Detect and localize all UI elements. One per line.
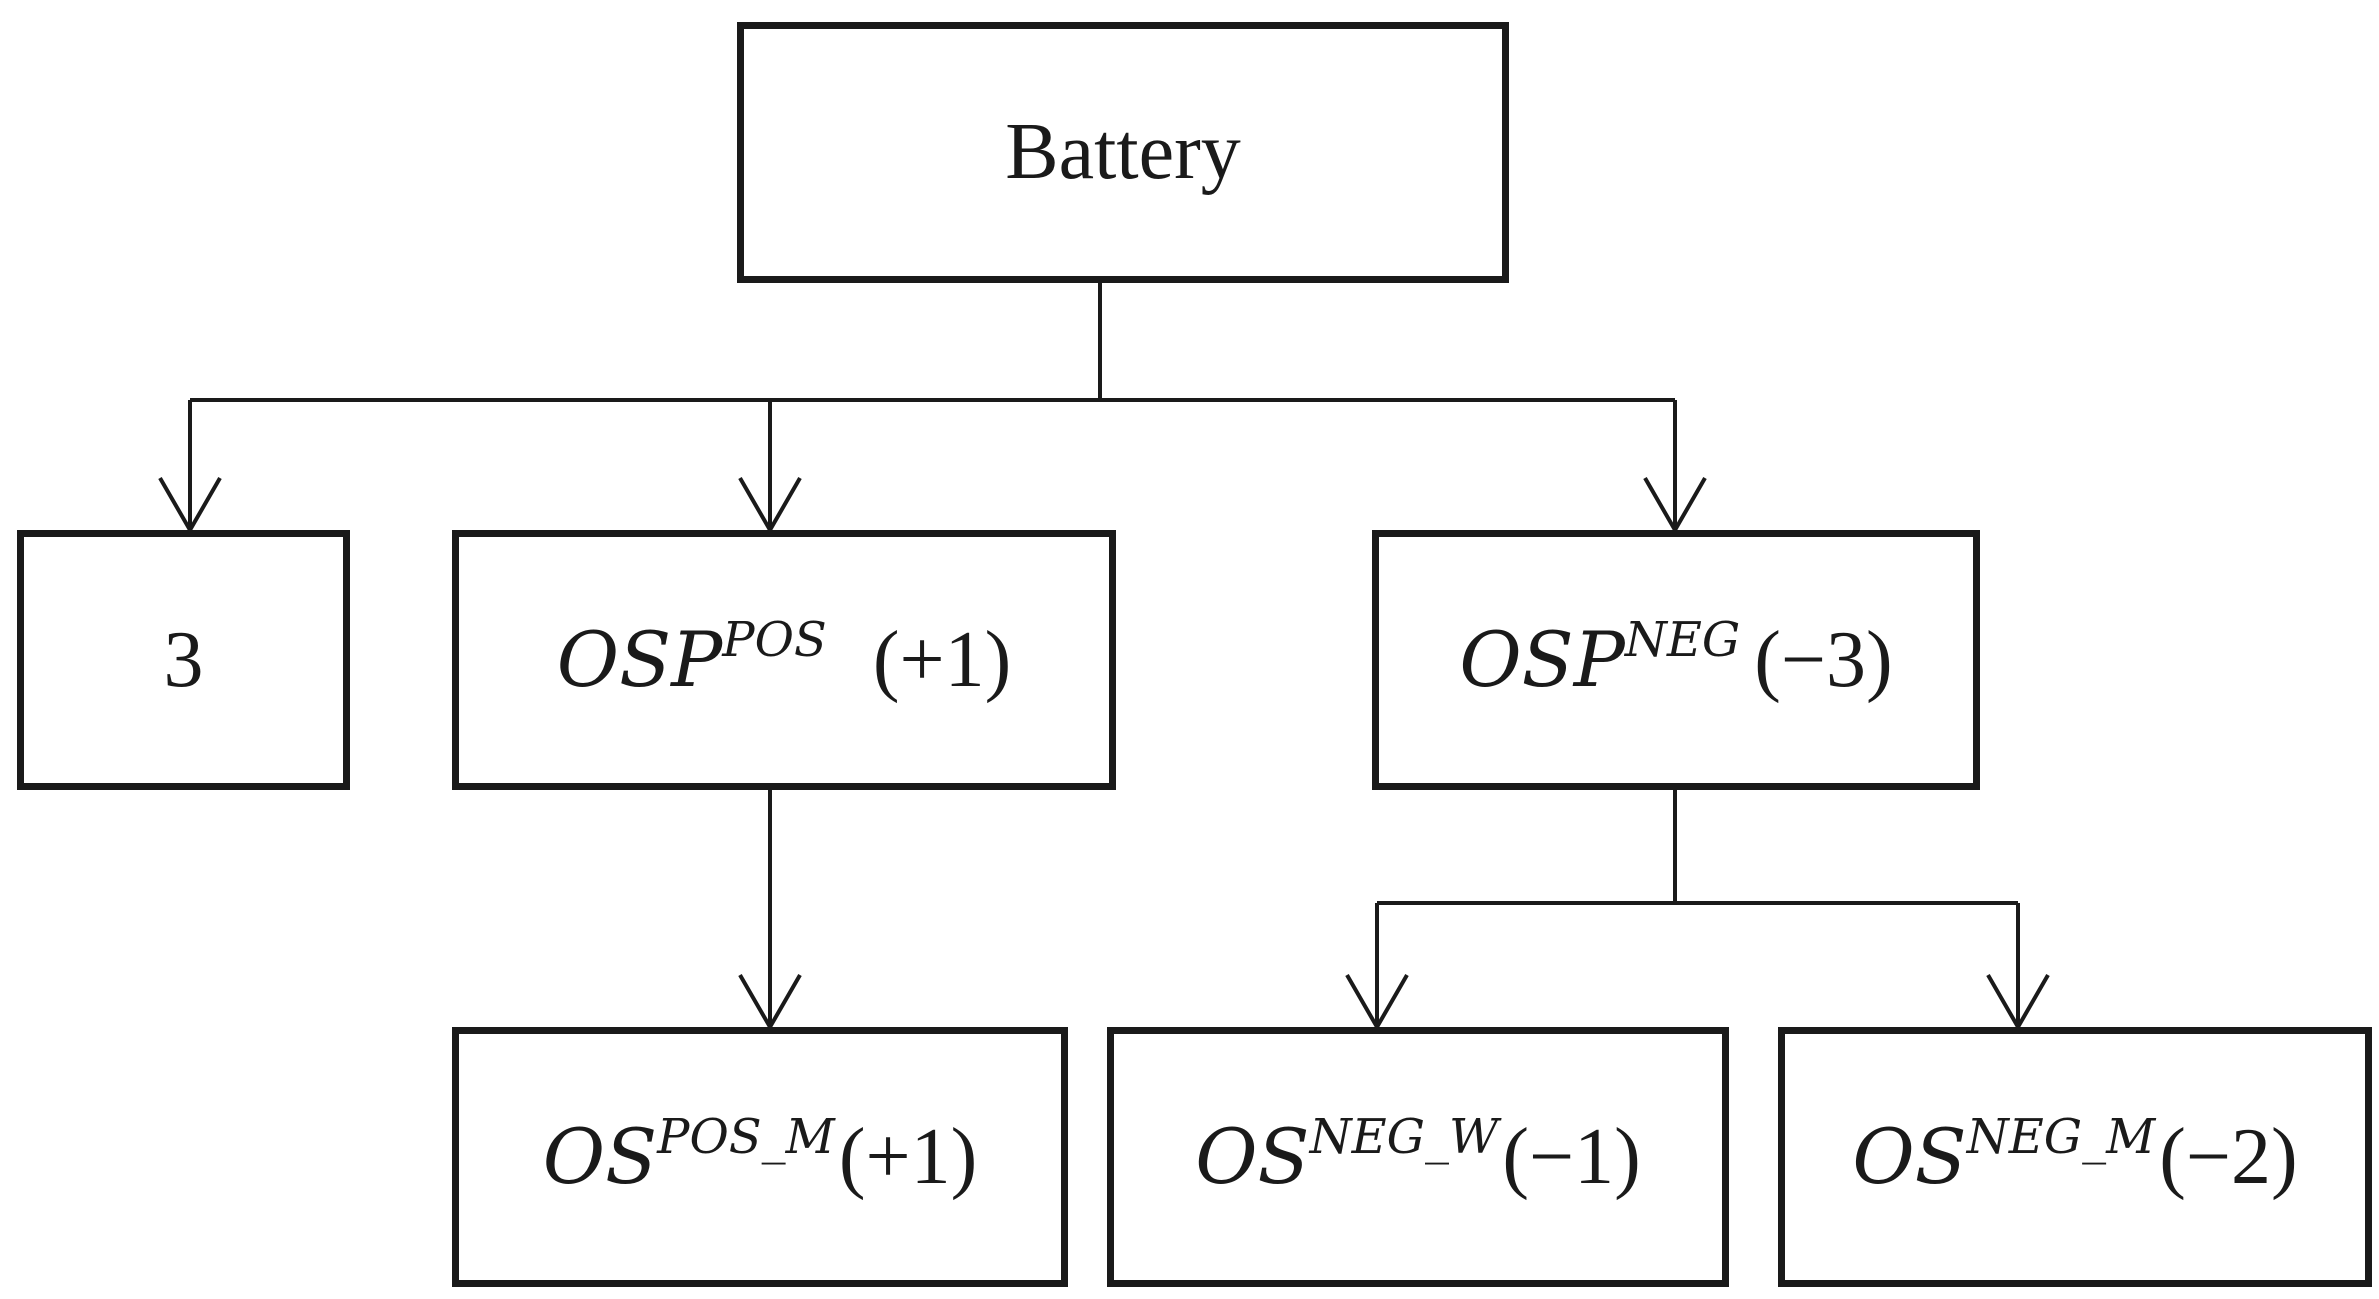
- box-os-neg-m: OSNEG_M(−2): [1778, 1027, 2372, 1287]
- os-neg-w-main: OS: [1195, 1111, 1310, 1201]
- osp-neg-sup: NEG: [1624, 611, 1741, 668]
- os-neg-w-sup: NEG_W: [1309, 1108, 1499, 1165]
- osp-neg-label: OSPNEG(−3): [1459, 611, 1893, 706]
- battery-label: Battery: [1005, 108, 1241, 196]
- os-pos-m-label: OSPOS_M(+1): [542, 1108, 978, 1203]
- box-os-pos-m: OSPOS_M(+1): [452, 1027, 1068, 1287]
- three-label: 3: [163, 615, 204, 704]
- os-neg-m-label: OSNEG_M(−2): [1852, 1108, 2298, 1203]
- os-pos-m-value: (+1): [838, 1112, 978, 1201]
- osp-pos-value: (+1): [872, 615, 1012, 704]
- osp-neg-main: OSP: [1459, 614, 1625, 704]
- box-osp-pos: OSPPOS (+1): [452, 530, 1116, 790]
- os-neg-w-value: (−1): [1502, 1112, 1641, 1201]
- box-three: 3: [17, 530, 350, 790]
- os-neg-m-main: OS: [1852, 1111, 1967, 1201]
- battery-box: Battery: [737, 22, 1509, 283]
- osp-pos-sup: POS: [722, 611, 827, 668]
- os-neg-m-value: (−2): [2159, 1112, 2298, 1201]
- os-neg-w-label: OSNEG_W(−1): [1195, 1108, 1641, 1203]
- box-os-neg-w: OSNEG_W(−1): [1107, 1027, 1729, 1287]
- box-osp-neg: OSPNEG(−3): [1372, 530, 1980, 790]
- os-neg-m-sup: NEG_M: [1966, 1108, 2156, 1165]
- osp-pos-main: OSP: [556, 614, 723, 704]
- os-pos-m-sup: POS_M: [657, 1108, 835, 1165]
- osp-neg-value: (−3): [1754, 615, 1893, 704]
- os-pos-m-main: OS: [542, 1111, 658, 1201]
- osp-pos-label: OSPPOS (+1): [556, 611, 1012, 706]
